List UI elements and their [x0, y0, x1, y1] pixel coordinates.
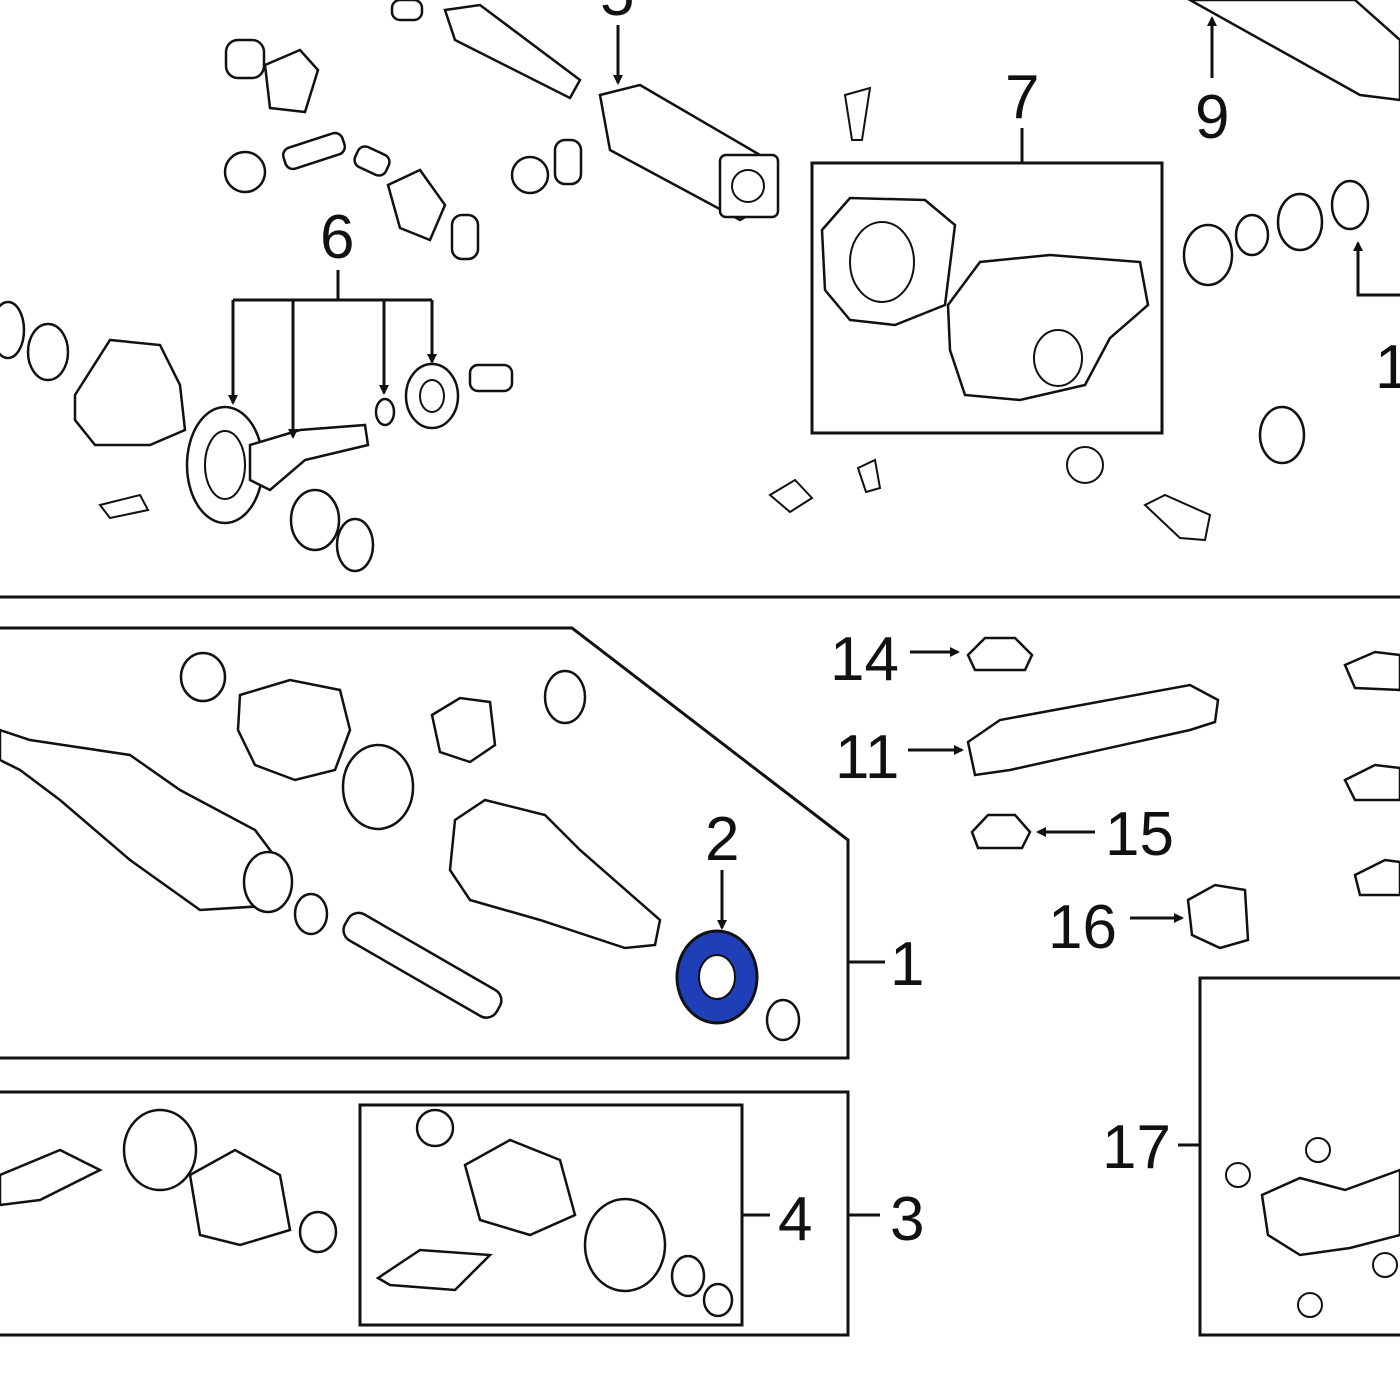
axle-housing-part[interactable] [598, 83, 780, 222]
callout-16: 16 [1048, 893, 1117, 962]
boot-and-clamps-part[interactable] [179, 651, 587, 831]
leader-lines [228, 16, 1400, 1217]
snap-ring-part[interactable] [765, 998, 801, 1042]
boot-kit-part[interactable] [0, 1108, 338, 1254]
boot-kit-inner-part[interactable] [375, 1108, 734, 1318]
callout-17: 17 [1102, 1113, 1171, 1182]
callout-4: 4 [778, 1185, 812, 1254]
callout-1: 1 [890, 930, 924, 999]
callout-labels: 5 6 7 9 13 14 11 15 16 2 1 4 3 17 [320, 0, 1400, 1254]
inboard-joint-part[interactable] [448, 798, 662, 950]
differential-carrier-part[interactable] [820, 196, 1150, 402]
fittings-part[interactable] [768, 86, 1212, 542]
small-bearings-part[interactable] [223, 0, 583, 261]
part-1-frame [0, 626, 850, 1060]
axle-shaft-assembly-part[interactable] [0, 728, 506, 1022]
part-7-frame [810, 161, 1164, 435]
callout-15: 15 [1105, 800, 1174, 869]
callout-6: 6 [320, 203, 354, 272]
callout-9: 9 [1195, 83, 1229, 152]
rear-mount-parts[interactable] [966, 636, 1400, 950]
part-17-frame [1198, 976, 1400, 1337]
callout-2: 2 [705, 805, 739, 874]
pinion-shaft-part[interactable] [443, 3, 582, 100]
side-bearings-part[interactable] [1182, 0, 1400, 465]
propeller-shaft-part[interactable] [1225, 1137, 1400, 1318]
callout-13: 13 [1375, 333, 1400, 402]
callout-3: 3 [890, 1185, 924, 1254]
callout-11: 11 [835, 723, 899, 792]
callout-5: 5 [600, 0, 634, 29]
callout-7: 7 [1005, 63, 1039, 132]
callout-14: 14 [830, 625, 899, 694]
dust-deflector-part-2[interactable] [675, 929, 759, 1025]
differential-gear-set-part[interactable] [0, 300, 514, 573]
